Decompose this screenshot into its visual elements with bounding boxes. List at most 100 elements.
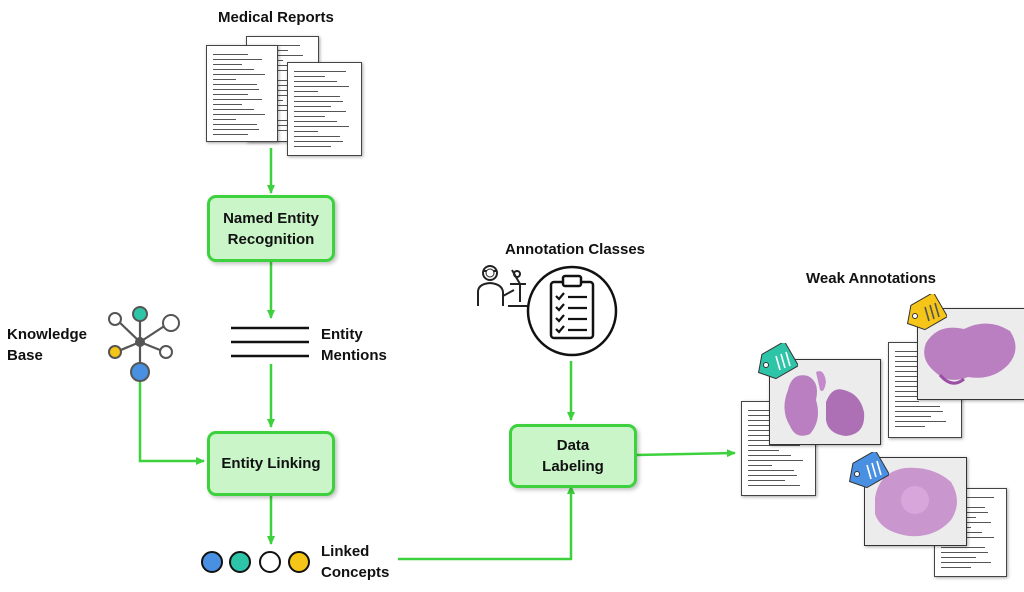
document-text-line — [895, 351, 937, 352]
document-text-line — [941, 552, 988, 553]
arrow-concepts-to-labeling — [398, 485, 575, 561]
document-text-line — [941, 562, 991, 563]
document-text-line — [941, 557, 976, 558]
document-text-line — [294, 126, 349, 127]
tag-icon — [906, 294, 947, 331]
document-text-line — [213, 54, 248, 55]
knowledge-base-line-2: Base — [7, 347, 43, 364]
document-text-line — [213, 109, 254, 110]
document-text-line — [213, 99, 262, 100]
doctor-microscope-icon — [477, 265, 532, 307]
document-text-line — [748, 455, 791, 456]
concept-teal-dot — [229, 551, 251, 573]
document-text-line — [294, 96, 340, 97]
document-text-line — [294, 101, 343, 102]
document-text-line — [895, 401, 919, 402]
document-text-line — [294, 136, 340, 137]
document-text-line — [294, 86, 349, 87]
document-text-line — [294, 106, 331, 107]
document-text-line — [895, 416, 931, 417]
entity-linking-label: Entity Linking — [221, 455, 321, 472]
document-text-line — [294, 81, 337, 82]
knowledge-base-line-1: Knowledge — [7, 326, 88, 343]
document-text-line — [213, 74, 265, 75]
entity-mentions-label: Entity Mentions — [321, 324, 387, 366]
document-text-line — [213, 64, 242, 65]
entity-mentions-line-1: Entity — [321, 326, 363, 343]
document-text-line — [294, 131, 318, 132]
histology-slide — [917, 308, 1024, 400]
knowledge-graph-icon — [108, 306, 180, 382]
ner-line-2: Recognition — [227, 230, 315, 248]
document-text-line — [294, 76, 325, 77]
arrow-labeling-to-annotations — [635, 449, 736, 458]
document-text-line — [213, 84, 257, 85]
linked-concepts-label: Linked Concepts — [321, 541, 389, 583]
data-labeling-box: Data Labeling — [509, 424, 637, 488]
weak-annotations-title: Weak Annotations — [806, 270, 937, 287]
report-document — [206, 45, 278, 142]
document-text-line — [213, 114, 265, 115]
concept-white-dot — [259, 551, 281, 573]
document-text-line — [294, 146, 331, 147]
document-text-line — [213, 69, 254, 70]
document-text-line — [213, 129, 259, 130]
document-text-line — [253, 55, 303, 56]
document-text-line — [213, 119, 236, 120]
document-text-line — [213, 124, 257, 125]
document-text-line — [941, 537, 994, 538]
entity-mentions-line-2: Mentions — [321, 347, 387, 364]
document-text-line — [748, 425, 772, 426]
document-text-line — [895, 376, 931, 377]
tissue-image — [784, 371, 865, 436]
report-document — [287, 62, 362, 156]
document-text-line — [895, 411, 943, 412]
document-text-line — [895, 406, 940, 407]
document-text-line — [213, 104, 242, 105]
arrow-kb-to-linking — [138, 382, 205, 465]
document-text-line — [294, 71, 346, 72]
document-text-line — [294, 91, 318, 92]
document-text-line — [253, 110, 306, 111]
document-text-line — [748, 460, 803, 461]
document-text-line — [748, 470, 794, 471]
document-text-line — [895, 421, 946, 422]
tag-icon — [848, 452, 889, 489]
medical-reports-title: Medical Reports — [218, 9, 334, 26]
document-text-line — [294, 121, 337, 122]
document-text-line — [895, 426, 925, 427]
document-text-line — [941, 567, 971, 568]
tissue-image — [924, 323, 1016, 385]
concept-blue-dot — [201, 551, 223, 573]
entity-linking-box: Entity Linking — [207, 431, 335, 496]
mention-lines-icon — [231, 326, 309, 358]
ner-line-1: Named Entity — [223, 209, 319, 227]
document-text-line — [748, 485, 800, 486]
tissue-image — [875, 467, 957, 537]
document-text-line — [748, 445, 800, 446]
named-entity-recognition-box: Named Entity Recognition — [207, 195, 335, 262]
concept-yellow-dot — [288, 551, 310, 573]
document-text-line — [895, 391, 937, 392]
document-text-line — [748, 480, 785, 481]
document-text-line — [213, 134, 248, 135]
document-text-line — [748, 410, 779, 411]
data-labeling-line-2: Labeling — [542, 458, 604, 475]
histology-slide — [769, 359, 881, 445]
document-text-line — [895, 386, 925, 387]
document-text-line — [213, 89, 259, 90]
document-text-line — [748, 440, 785, 441]
document-text-line — [748, 450, 779, 451]
document-text-line — [748, 465, 772, 466]
document-text-line — [213, 59, 262, 60]
document-text-line — [213, 79, 236, 80]
linked-concepts-line-2: Concepts — [321, 564, 390, 581]
document-text-line — [253, 95, 303, 96]
linked-concepts-icon — [201, 551, 310, 573]
data-labeling-line-1: Data — [556, 437, 590, 454]
annotation-classes-title: Annotation Classes — [505, 241, 646, 258]
document-text-line — [895, 361, 919, 362]
knowledge-base-label: Knowledge Base — [7, 324, 87, 366]
clipboard-checklist-icon — [526, 265, 618, 357]
